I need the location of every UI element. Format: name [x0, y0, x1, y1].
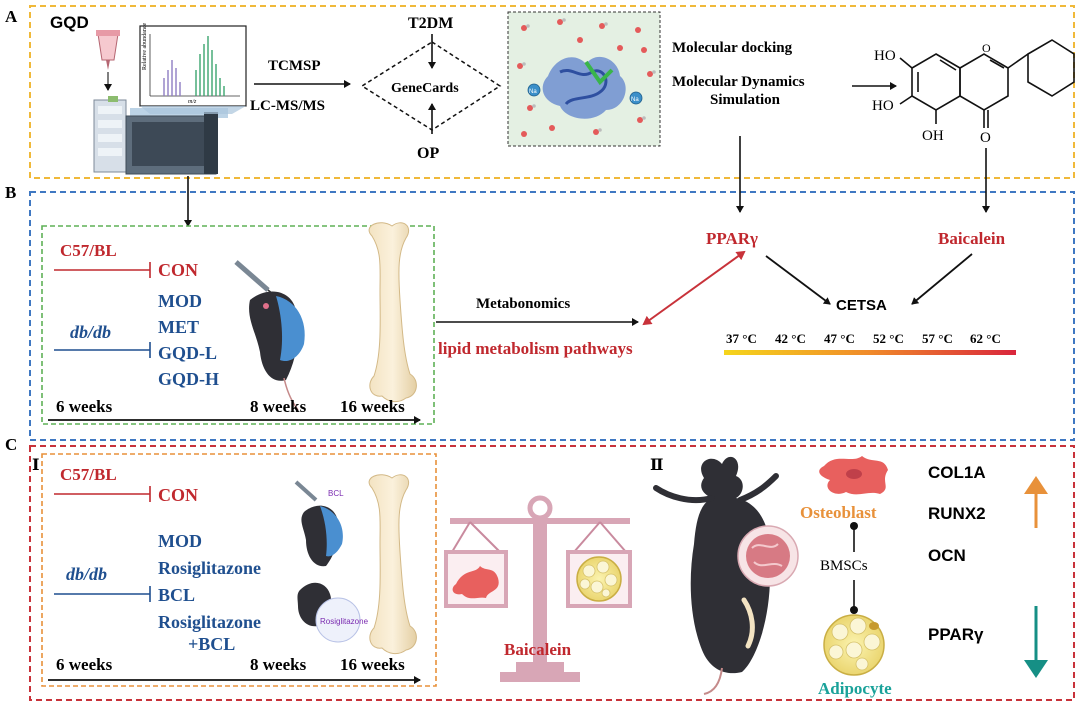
c-mouse-gavage-icon	[297, 582, 361, 643]
md-label-line2: Simulation	[710, 92, 781, 108]
temp-57: 57 °C	[922, 331, 953, 346]
panel-b-experiment-frame	[41, 225, 435, 425]
b-group-mod: MOD	[158, 291, 202, 311]
ion-label-left: Na	[529, 89, 537, 95]
ring-oxygen-label: O	[982, 41, 991, 55]
c-group-combo-line1: Rosiglitazone	[158, 612, 261, 632]
carbonyl-oxygen-label: O	[980, 130, 991, 146]
balance-scale-icon	[444, 495, 632, 682]
panel-b-frame	[29, 191, 1075, 441]
b-femur-bone-icon	[368, 222, 417, 403]
c-mouse-injection-icon	[294, 480, 343, 567]
c-roman-one: Ⅰ	[32, 457, 39, 474]
lipid-pathways-label: lipid metabolism pathways	[438, 339, 633, 358]
temp-42: 42 °C	[775, 331, 806, 346]
lcms-label: LC-MS/MS	[250, 98, 325, 114]
b-con-label: CON	[158, 260, 198, 280]
ppar-lipid-double-arrow	[642, 250, 746, 326]
b-baicalein-label: Baicalein	[938, 229, 1006, 248]
cetsa-label: CETSA	[836, 297, 887, 314]
lcms-instrument-icon	[93, 96, 228, 175]
panel-a-frame	[29, 5, 1075, 179]
marker-runx2: RUNX2	[928, 504, 986, 523]
panel-c-letter: C	[5, 435, 17, 454]
temp-37: 37 °C	[726, 331, 757, 346]
genecards-label: GeneCards	[391, 81, 459, 96]
protein-simulation-box: Na Na	[507, 11, 661, 147]
marker-ocn: OCN	[928, 546, 966, 565]
b-c57-label: C57/BL	[60, 241, 117, 260]
b-week6-label: 6 weeks	[56, 397, 113, 416]
b-ppar-label: PPARγ	[706, 229, 758, 248]
adipocyte-cell-icon	[823, 614, 885, 676]
hydroxyl-mid-label: HO	[872, 98, 894, 114]
gqd-label: GQD	[50, 13, 89, 32]
c-large-mouse-icon	[653, 456, 799, 695]
c-dbdb-label: db/db	[66, 564, 107, 584]
c-week16-label: 16 weeks	[340, 655, 405, 674]
docking-label: Molecular docking	[672, 40, 793, 56]
b-mouse-injection-icon	[234, 260, 305, 411]
c-group-mod: MOD	[158, 531, 202, 551]
temperature-gradient-bar	[724, 350, 1016, 355]
hydroxyl-bottom-label: OH	[922, 128, 944, 144]
spectrum-ylabel: Relative abundance	[142, 23, 148, 70]
temp-62: 62 °C	[970, 331, 1001, 346]
b-group-gqd-l: GQD-L	[158, 343, 217, 363]
temp-47: 47 °C	[824, 331, 855, 346]
c-group-combo-line2: +BCL	[188, 634, 235, 654]
osteoblast-cell-icon	[819, 456, 888, 495]
b-group-met: MET	[158, 317, 199, 337]
c-c57-label: C57/BL	[60, 465, 117, 484]
b-dbdb-label: db/db	[70, 322, 111, 342]
down-arrow-icon	[1024, 606, 1048, 678]
spectrum-xlabel: m/z	[188, 99, 197, 105]
md-label-line1: Molecular Dynamics	[672, 74, 805, 90]
c-week8-label: 8 weeks	[250, 655, 307, 674]
hydroxyl-top-label: HO	[874, 48, 896, 64]
mass-spectrum-inset: Relative abundance m/z	[139, 23, 247, 114]
marker-col1a: COL1A	[928, 463, 986, 482]
metabonomics-label: Metabonomics	[476, 296, 570, 312]
panel-c-experiment-frame	[41, 453, 437, 687]
arrow-baicalein-to-cetsa	[911, 253, 973, 305]
c-group-rosiglitazone: Rosiglitazone	[158, 558, 261, 578]
c-group-bcl: BCL	[158, 585, 195, 605]
arrow-ppar-to-cetsa	[765, 255, 831, 305]
up-arrow-icon	[1024, 476, 1048, 528]
c-con-label: CON	[158, 485, 198, 505]
c-rosiglitazone-tag: Rosiglitazone	[320, 617, 369, 626]
b-week8-label: 8 weeks	[250, 397, 307, 416]
t2dm-label: T2DM	[408, 15, 453, 32]
osteoblast-label: Osteoblast	[800, 503, 877, 522]
panel-a-letter: A	[5, 7, 18, 26]
tcmsp-label: TCMSP	[268, 58, 321, 74]
temp-52: 52 °C	[873, 331, 904, 346]
adipocyte-label: Adipocyte	[818, 679, 892, 698]
marker-ppar: PPARγ	[928, 625, 984, 644]
panel-b-letter: B	[5, 183, 16, 202]
b-group-gqd-h: GQD-H	[158, 369, 219, 389]
baicalein-structure	[899, 39, 1075, 128]
bmscs-label: BMSCs	[820, 558, 868, 574]
sample-vial-icon	[96, 30, 120, 91]
c-femur-bone-icon	[368, 474, 417, 655]
panel-c-frame	[29, 445, 1075, 701]
op-label: OP	[417, 145, 439, 162]
b-week16-label: 16 weeks	[340, 397, 405, 416]
c-week6-label: 6 weeks	[56, 655, 113, 674]
c-bcl-tag: BCL	[328, 489, 344, 498]
c-roman-two: Ⅱ	[650, 457, 663, 474]
c-baicalein-label: Baicalein	[504, 640, 572, 659]
ion-label-right: Na	[631, 97, 639, 103]
